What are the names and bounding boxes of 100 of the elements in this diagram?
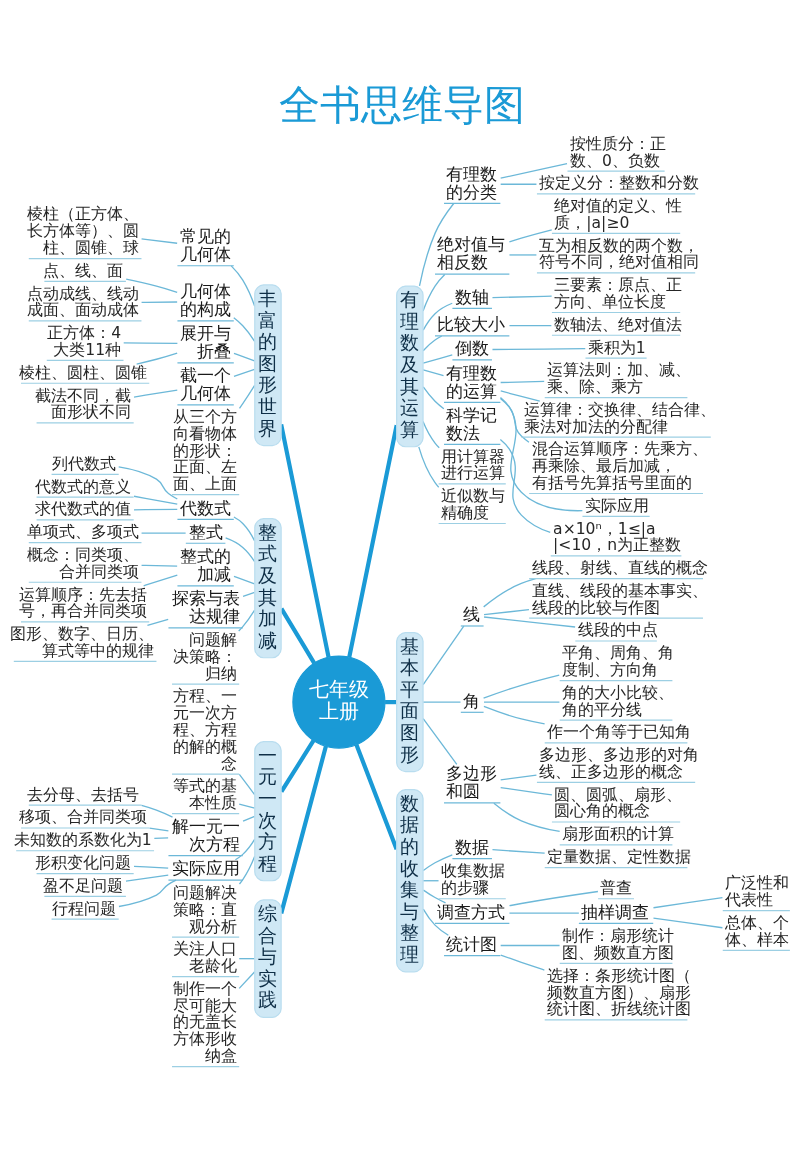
connector <box>499 774 537 781</box>
node-text: 关注人口老龄化 <box>172 940 237 976</box>
node-text: 定量数据、定性数据 <box>546 848 691 867</box>
connector <box>279 739 315 793</box>
node-text: 形积变化问题 <box>34 854 131 873</box>
connector <box>117 466 178 500</box>
node-text: 几何体的构成 <box>179 281 231 320</box>
node-box: 有理数及其运算 <box>395 285 424 448</box>
node-text: 乘积为1 <box>587 338 646 357</box>
connector <box>238 803 255 809</box>
node-text: 作一个角等于已知角 <box>546 723 691 742</box>
node-text: 线 <box>462 604 480 625</box>
node-text: 制作：扇形统计图、频数直方图 <box>561 927 674 962</box>
connector <box>132 389 178 398</box>
node-box: 丰富的图形世界 <box>253 284 282 447</box>
connector <box>238 971 255 990</box>
node-text: 探索与表达规律 <box>171 588 240 627</box>
connector <box>142 574 178 587</box>
node-text: 按性质分：正数、0、负数 <box>569 134 666 170</box>
connector <box>278 745 328 914</box>
node-text: 展开与折叠 <box>179 323 231 362</box>
node-text: 从三个方向看物体的形状：正面、左面、上面 <box>172 408 237 494</box>
node-text: 混合运算顺序：先乘方、再乘除、最后加减，有括号先算括号里面的 <box>531 440 708 493</box>
node-text: 方程、一元一次方程、方程的解的概念 <box>172 687 237 773</box>
connector <box>232 352 255 362</box>
connector <box>508 890 599 907</box>
connector <box>422 854 453 872</box>
node-text: 截一个几何体 <box>179 365 231 404</box>
connector <box>499 954 545 971</box>
node-text: 行程问题 <box>51 899 116 918</box>
connector <box>132 508 178 511</box>
node-text: 直线、线段的基本事实、线段的比较与作图 <box>531 581 708 617</box>
node-text: 去分母、去括号 <box>26 785 139 804</box>
connector <box>499 438 551 534</box>
connector <box>499 390 540 402</box>
connector <box>140 804 173 818</box>
node-text: 代数式 <box>179 497 231 518</box>
connector <box>122 342 178 345</box>
connector <box>482 701 560 703</box>
node-text: 截法不同，截面形状不同 <box>34 386 131 422</box>
connector <box>491 348 586 351</box>
connector <box>132 865 169 869</box>
connector <box>140 564 178 567</box>
connector <box>241 815 255 822</box>
node-text: 棱柱（正方体、长方体等）、圆柱、圆锥、球 <box>26 205 139 258</box>
node-box: 基本平面图形 <box>395 632 424 773</box>
node-text: 线段的中点 <box>577 621 658 640</box>
connector <box>491 849 545 854</box>
connector <box>153 837 169 840</box>
node-text: 数轴 <box>454 286 489 307</box>
node-text: 科学记数法 <box>445 404 497 443</box>
node-text: 按定义分：整数和分数 <box>538 174 699 193</box>
connector <box>125 278 178 293</box>
node-text: 有理数的分类 <box>445 163 497 202</box>
connector <box>421 273 445 312</box>
connector <box>232 575 255 585</box>
connector <box>422 908 449 936</box>
connector <box>422 701 461 703</box>
node-text: 问题解决策略：归纳 <box>172 631 237 683</box>
connector <box>237 609 255 632</box>
connector <box>140 238 178 244</box>
connector <box>421 420 440 449</box>
connector <box>482 578 536 608</box>
connector <box>499 786 553 796</box>
node-text: 平角、周角、角度制、方向角 <box>561 644 674 680</box>
connector <box>241 591 255 597</box>
node-text: 扇形面积的计算 <box>561 825 674 844</box>
connector <box>422 369 444 377</box>
node-text: 正方体：4大类11种 <box>46 324 121 359</box>
node-text: 比较大小 <box>436 314 505 335</box>
connector <box>232 516 255 542</box>
node-text: 点、线、面 <box>42 261 123 280</box>
node-text: 角的大小比较、角的平分线 <box>561 683 674 719</box>
node-text: 广泛性和代表性 <box>724 874 789 910</box>
node-text: 代数式的意义 <box>34 477 131 496</box>
node-text: 绝对值的定义、性质，|a|≥0 <box>553 197 682 232</box>
node-box: 整式及其加减 <box>253 518 282 659</box>
connector <box>482 674 560 699</box>
connector <box>234 838 255 861</box>
connector <box>422 625 464 686</box>
connector <box>508 254 537 256</box>
node-text: 运算顺序：先去括号，再合并同类项 <box>18 585 147 621</box>
connector <box>279 607 316 665</box>
node-text: 互为相反数的两个数，符号不同，绝对值相同 <box>538 236 699 272</box>
node-text: 点动成线、线动成面、面动成体 <box>26 284 139 320</box>
node-text: 用计算器进行运算 <box>440 447 505 483</box>
connector <box>238 773 255 796</box>
connector <box>124 874 169 882</box>
node-box: 数据的收集与整理 <box>395 789 424 973</box>
connector <box>482 616 576 628</box>
node-text: 圆、圆弧、扇形、圆心角的概念 <box>553 785 682 821</box>
node-text: 绝对值与相反数 <box>436 234 505 273</box>
connector <box>132 495 178 505</box>
connector <box>146 618 169 627</box>
connector <box>346 424 399 658</box>
node-text: 数轴法、绝对值法 <box>553 315 682 334</box>
connector <box>418 202 454 287</box>
node-text: 近似数与精确度 <box>440 487 505 522</box>
node-text: 移项、合并同类项 <box>18 808 147 827</box>
connector <box>492 802 560 833</box>
